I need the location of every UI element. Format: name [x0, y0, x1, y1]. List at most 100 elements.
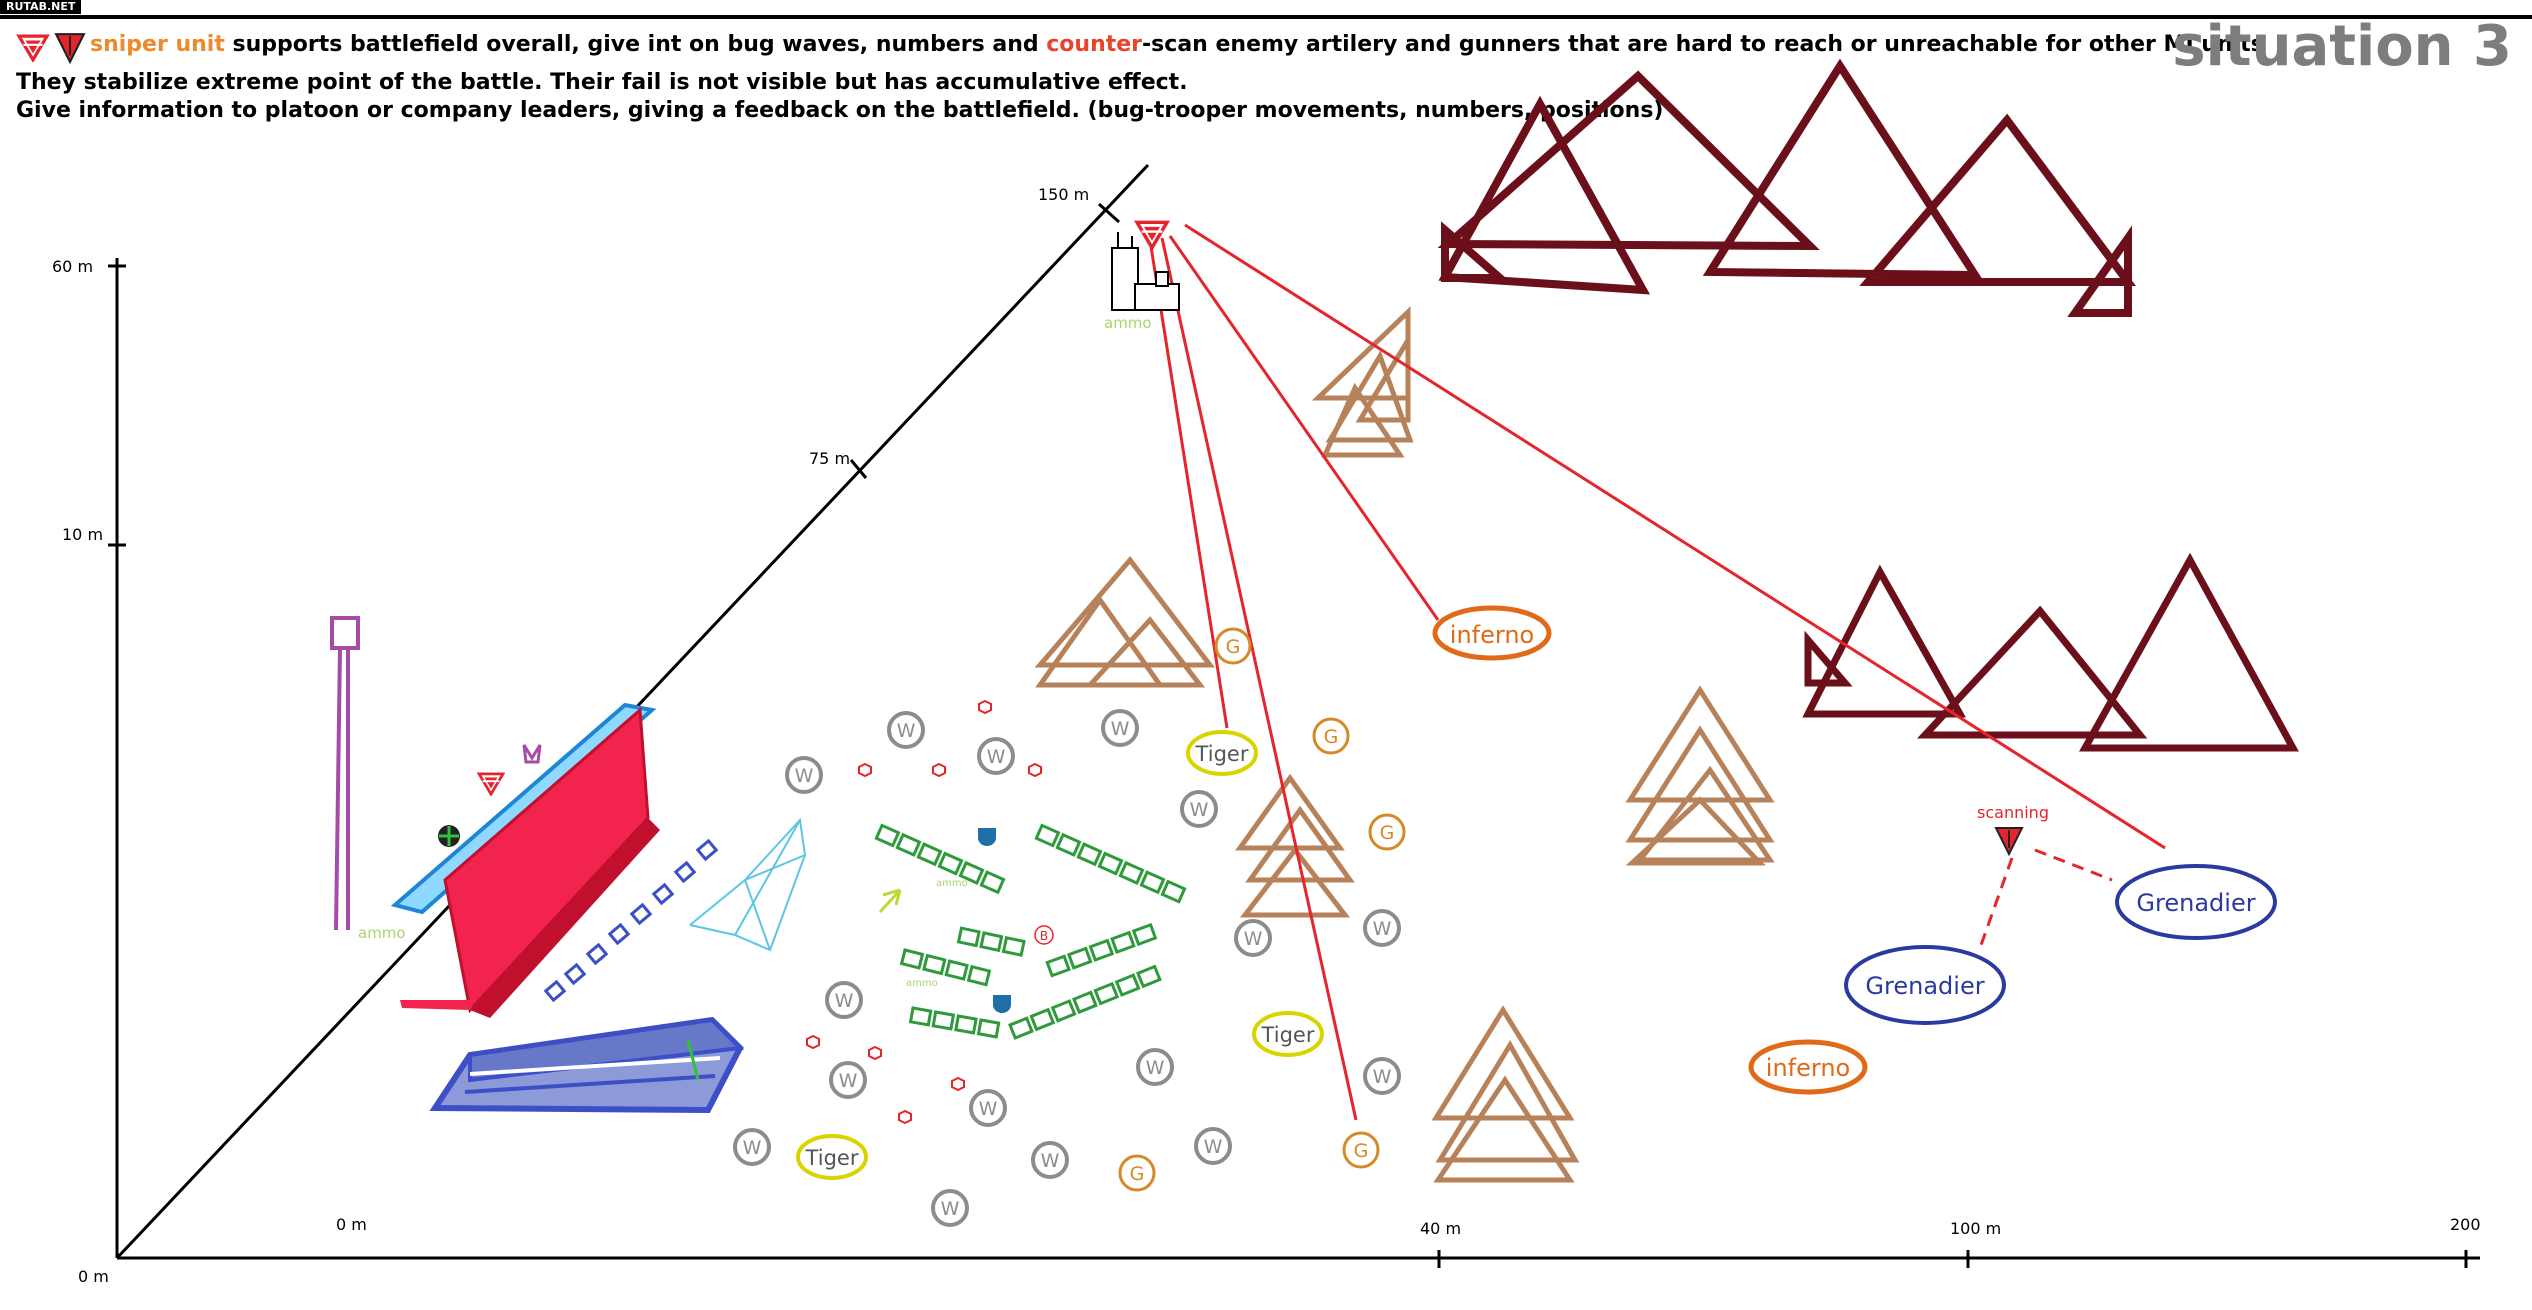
- x-tick-0m: 0 m: [336, 1215, 367, 1234]
- svg-text:W: W: [941, 1198, 960, 1220]
- sniper-icon: [17, 34, 49, 62]
- red-bunker-wall: [390, 702, 660, 1018]
- svg-text:W: W: [1204, 1136, 1223, 1158]
- tiger-bug-icon: Tiger: [796, 1134, 868, 1180]
- watch-tower-icon: [330, 616, 360, 931]
- svg-text:G: G: [1380, 822, 1395, 844]
- svg-text:W: W: [1146, 1057, 1165, 1079]
- svg-text:W: W: [1111, 718, 1130, 740]
- svg-text:W: W: [839, 1070, 858, 1092]
- x-tick-200: 200: [2450, 1215, 2481, 1234]
- warrior-bug-markers: W W W W W W W W W W W W W W W W: [733, 709, 1401, 1227]
- warrior-bug-icon: W: [977, 737, 1015, 775]
- tiger-bug-icon: Tiger: [1186, 730, 1258, 776]
- warrior-bug-icon: W: [733, 1128, 771, 1166]
- b-marker: B: [1034, 925, 1054, 945]
- warrior-bug-icon: W: [1180, 790, 1218, 828]
- svg-text:W: W: [979, 1098, 998, 1120]
- mountains-brown: [1034, 306, 1775, 1183]
- y-tick-0m: 0 m: [78, 1267, 109, 1286]
- situation-title: situation 3: [2172, 14, 2512, 79]
- gunner-bug-icon: G: [1312, 717, 1350, 755]
- svg-text:B: B: [1040, 929, 1048, 943]
- description-line-2: They stabilize extreme point of the batt…: [16, 70, 1188, 95]
- gunner-bug-icon: G: [1342, 1131, 1380, 1169]
- svg-text:G: G: [1226, 636, 1241, 658]
- warrior-bug-icon: W: [969, 1089, 1007, 1127]
- svg-text:W: W: [987, 746, 1006, 768]
- warrior-bug-icon: W: [1194, 1127, 1232, 1165]
- description-line-1: sniper unit supports battlefield overall…: [16, 32, 2264, 57]
- line1-part-b: -scan enemy artilery and gunners that ar…: [1142, 32, 2264, 57]
- warrior-bug-icon: W: [825, 981, 863, 1019]
- gunner-bug-icon: G: [1368, 813, 1406, 851]
- svg-text:W: W: [1190, 799, 1209, 821]
- counter-text: counter: [1046, 32, 1143, 57]
- svg-text:G: G: [1130, 1163, 1145, 1185]
- svg-text:Grenadier: Grenadier: [2136, 889, 2255, 917]
- scanning-sniper: scanning: [1977, 803, 2113, 949]
- x-tick-40m: 40 m: [1420, 1219, 1461, 1238]
- commander-icon: [522, 744, 542, 764]
- mountains-dark-top: [1437, 58, 2136, 317]
- sniper-icon-scanning: [1995, 827, 2023, 855]
- svg-text:G: G: [1354, 1140, 1369, 1162]
- sniper-fire-lines: [1148, 223, 2166, 1121]
- ammo-label-center-a: ammo: [936, 878, 968, 889]
- svg-text:W: W: [1373, 918, 1392, 940]
- warrior-bug-icon: W: [931, 1189, 969, 1227]
- warrior-bug-icon: W: [887, 711, 925, 749]
- green-trooper-formation: [874, 823, 1187, 1040]
- gunner-bug-icon: G: [1214, 627, 1252, 665]
- svg-text:W: W: [1244, 928, 1263, 950]
- cyan-network: [689, 817, 807, 952]
- svg-text:Grenadier: Grenadier: [1865, 972, 1984, 1000]
- inferno-marker-1: inferno: [1432, 605, 1552, 661]
- scanning-label: scanning: [1977, 803, 2049, 822]
- x-tick-100m: 100 m: [1950, 1219, 2001, 1238]
- blue-bunker: [429, 1016, 745, 1114]
- mountains-dark-right: [1802, 552, 2299, 752]
- grenadier-marker-2: Grenadier: [1844, 945, 2006, 1025]
- warrior-bug-icon: W: [1363, 909, 1401, 947]
- warrior-bug-icon: W: [1234, 919, 1272, 957]
- svg-text:W: W: [1041, 1150, 1060, 1172]
- diag-tick-75m: 75 m: [809, 449, 850, 468]
- svg-text:inferno: inferno: [1450, 621, 1534, 649]
- grenadier-marker-1: Grenadier: [2115, 864, 2277, 940]
- line1-part-a: supports battlefield overall, give int o…: [224, 32, 1047, 57]
- svg-text:G: G: [1324, 726, 1339, 748]
- tiger-bug-icon: Tiger: [1252, 1011, 1324, 1057]
- inferno-marker-2: inferno: [1748, 1039, 1868, 1095]
- y-tick-10m: 10 m: [62, 525, 103, 544]
- sniper-spotter-icon: [55, 33, 85, 63]
- warrior-bug-icon: W: [1136, 1048, 1174, 1086]
- blue-trooper-line: [543, 838, 719, 1003]
- warrior-bug-icon: W: [829, 1061, 867, 1099]
- warrior-bug-icon: W: [1101, 709, 1139, 747]
- description-line-3: Give information to platoon or company l…: [16, 98, 1664, 123]
- medic-icon: [438, 825, 460, 847]
- sniper-position: [1111, 220, 1180, 311]
- ammo-label-top: ammo: [1104, 314, 1152, 332]
- header-divider: [0, 15, 2532, 19]
- warrior-bug-icon: W: [1031, 1141, 1069, 1179]
- svg-text:W: W: [743, 1137, 762, 1159]
- officer-icons: [978, 828, 1011, 1013]
- warrior-bug-icon: W: [1363, 1057, 1401, 1095]
- ammo-label-left: ammo: [358, 924, 406, 942]
- gunner-bug-icon: G: [1118, 1154, 1156, 1192]
- diag-tick-150m: 150 m: [1038, 185, 1089, 204]
- sniper-icon-bunker: [477, 772, 505, 796]
- brand-label: RUTAB.NET: [0, 0, 82, 14]
- sniper-unit-text: sniper unit: [90, 32, 225, 57]
- y-tick-60m: 60 m: [52, 257, 93, 276]
- building-icon: [1111, 232, 1180, 311]
- warrior-bug-icon: W: [785, 756, 823, 794]
- flare-icon: [878, 888, 902, 914]
- svg-text:Tiger: Tiger: [805, 1146, 859, 1170]
- svg-text:Tiger: Tiger: [1261, 1023, 1315, 1047]
- svg-text:inferno: inferno: [1766, 1054, 1850, 1082]
